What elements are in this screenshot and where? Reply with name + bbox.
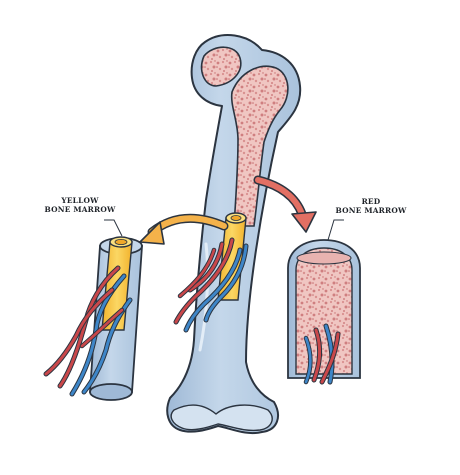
femur-neck-marrow bbox=[230, 65, 289, 227]
red-bone-marrow-label: RED BONE MARROW bbox=[318, 197, 424, 215]
red-leader-line bbox=[327, 219, 344, 241]
red-marrow-section bbox=[287, 219, 361, 385]
red-label-line1: RED bbox=[361, 197, 381, 206]
yellow-label-line2: BONE MARROW bbox=[44, 205, 116, 214]
femur-head-marrow bbox=[200, 46, 242, 87]
arrow-to-red bbox=[253, 175, 317, 233]
arrow-to-yellow bbox=[139, 213, 229, 245]
red-label-line2: BONE MARROW bbox=[335, 206, 407, 215]
yellow-bone-marrow-label: YELLOW BONE MARROW bbox=[38, 196, 122, 214]
femur-condyle bbox=[170, 404, 273, 432]
femur-bone bbox=[166, 34, 302, 435]
yellow-marrow-section bbox=[43, 219, 143, 401]
yellow-label-line1: YELLOW bbox=[61, 196, 99, 205]
femur-blood-vessels bbox=[173, 237, 249, 333]
yellow-leader-line bbox=[104, 219, 123, 237]
